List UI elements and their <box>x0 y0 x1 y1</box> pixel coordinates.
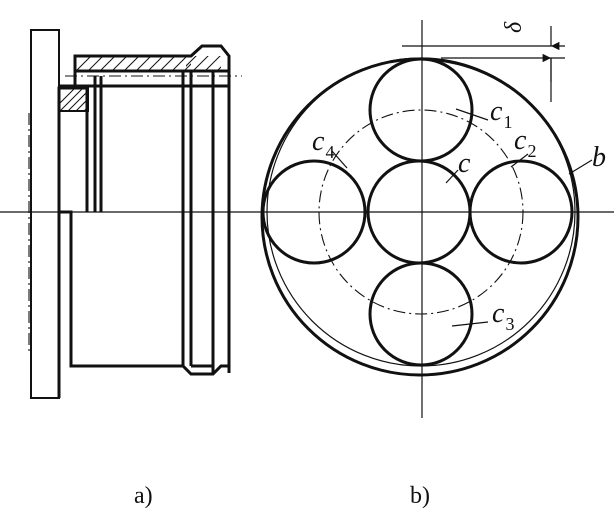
leader-c2 <box>510 153 529 168</box>
label-b: b <box>592 142 606 173</box>
leader-b <box>568 159 593 175</box>
sleeve-lower-outline <box>59 210 229 376</box>
leader-c4 <box>331 150 348 169</box>
leader-c <box>445 169 459 184</box>
label-c2: c2 <box>514 125 536 161</box>
leader-c3 <box>451 321 489 327</box>
pitch-circle <box>318 109 524 315</box>
circle-c4 <box>261 159 367 265</box>
label-c1: c1 <box>490 96 512 132</box>
top-hatch <box>75 56 221 71</box>
circle-c <box>366 159 472 265</box>
small-hatched-block <box>58 87 89 112</box>
label-c4: c4 <box>312 126 334 162</box>
leader-c1 <box>455 108 489 121</box>
caption-a: a) <box>134 483 153 509</box>
base-plate <box>30 29 60 399</box>
caption-b: b) <box>410 483 430 509</box>
section-view-a <box>0 29 614 399</box>
delta-label: δ <box>501 21 527 33</box>
sleeve-upper-outline <box>59 44 231 212</box>
label-c: c <box>458 148 471 179</box>
label-c3: c3 <box>492 298 514 334</box>
circle-view-b <box>260 20 593 418</box>
